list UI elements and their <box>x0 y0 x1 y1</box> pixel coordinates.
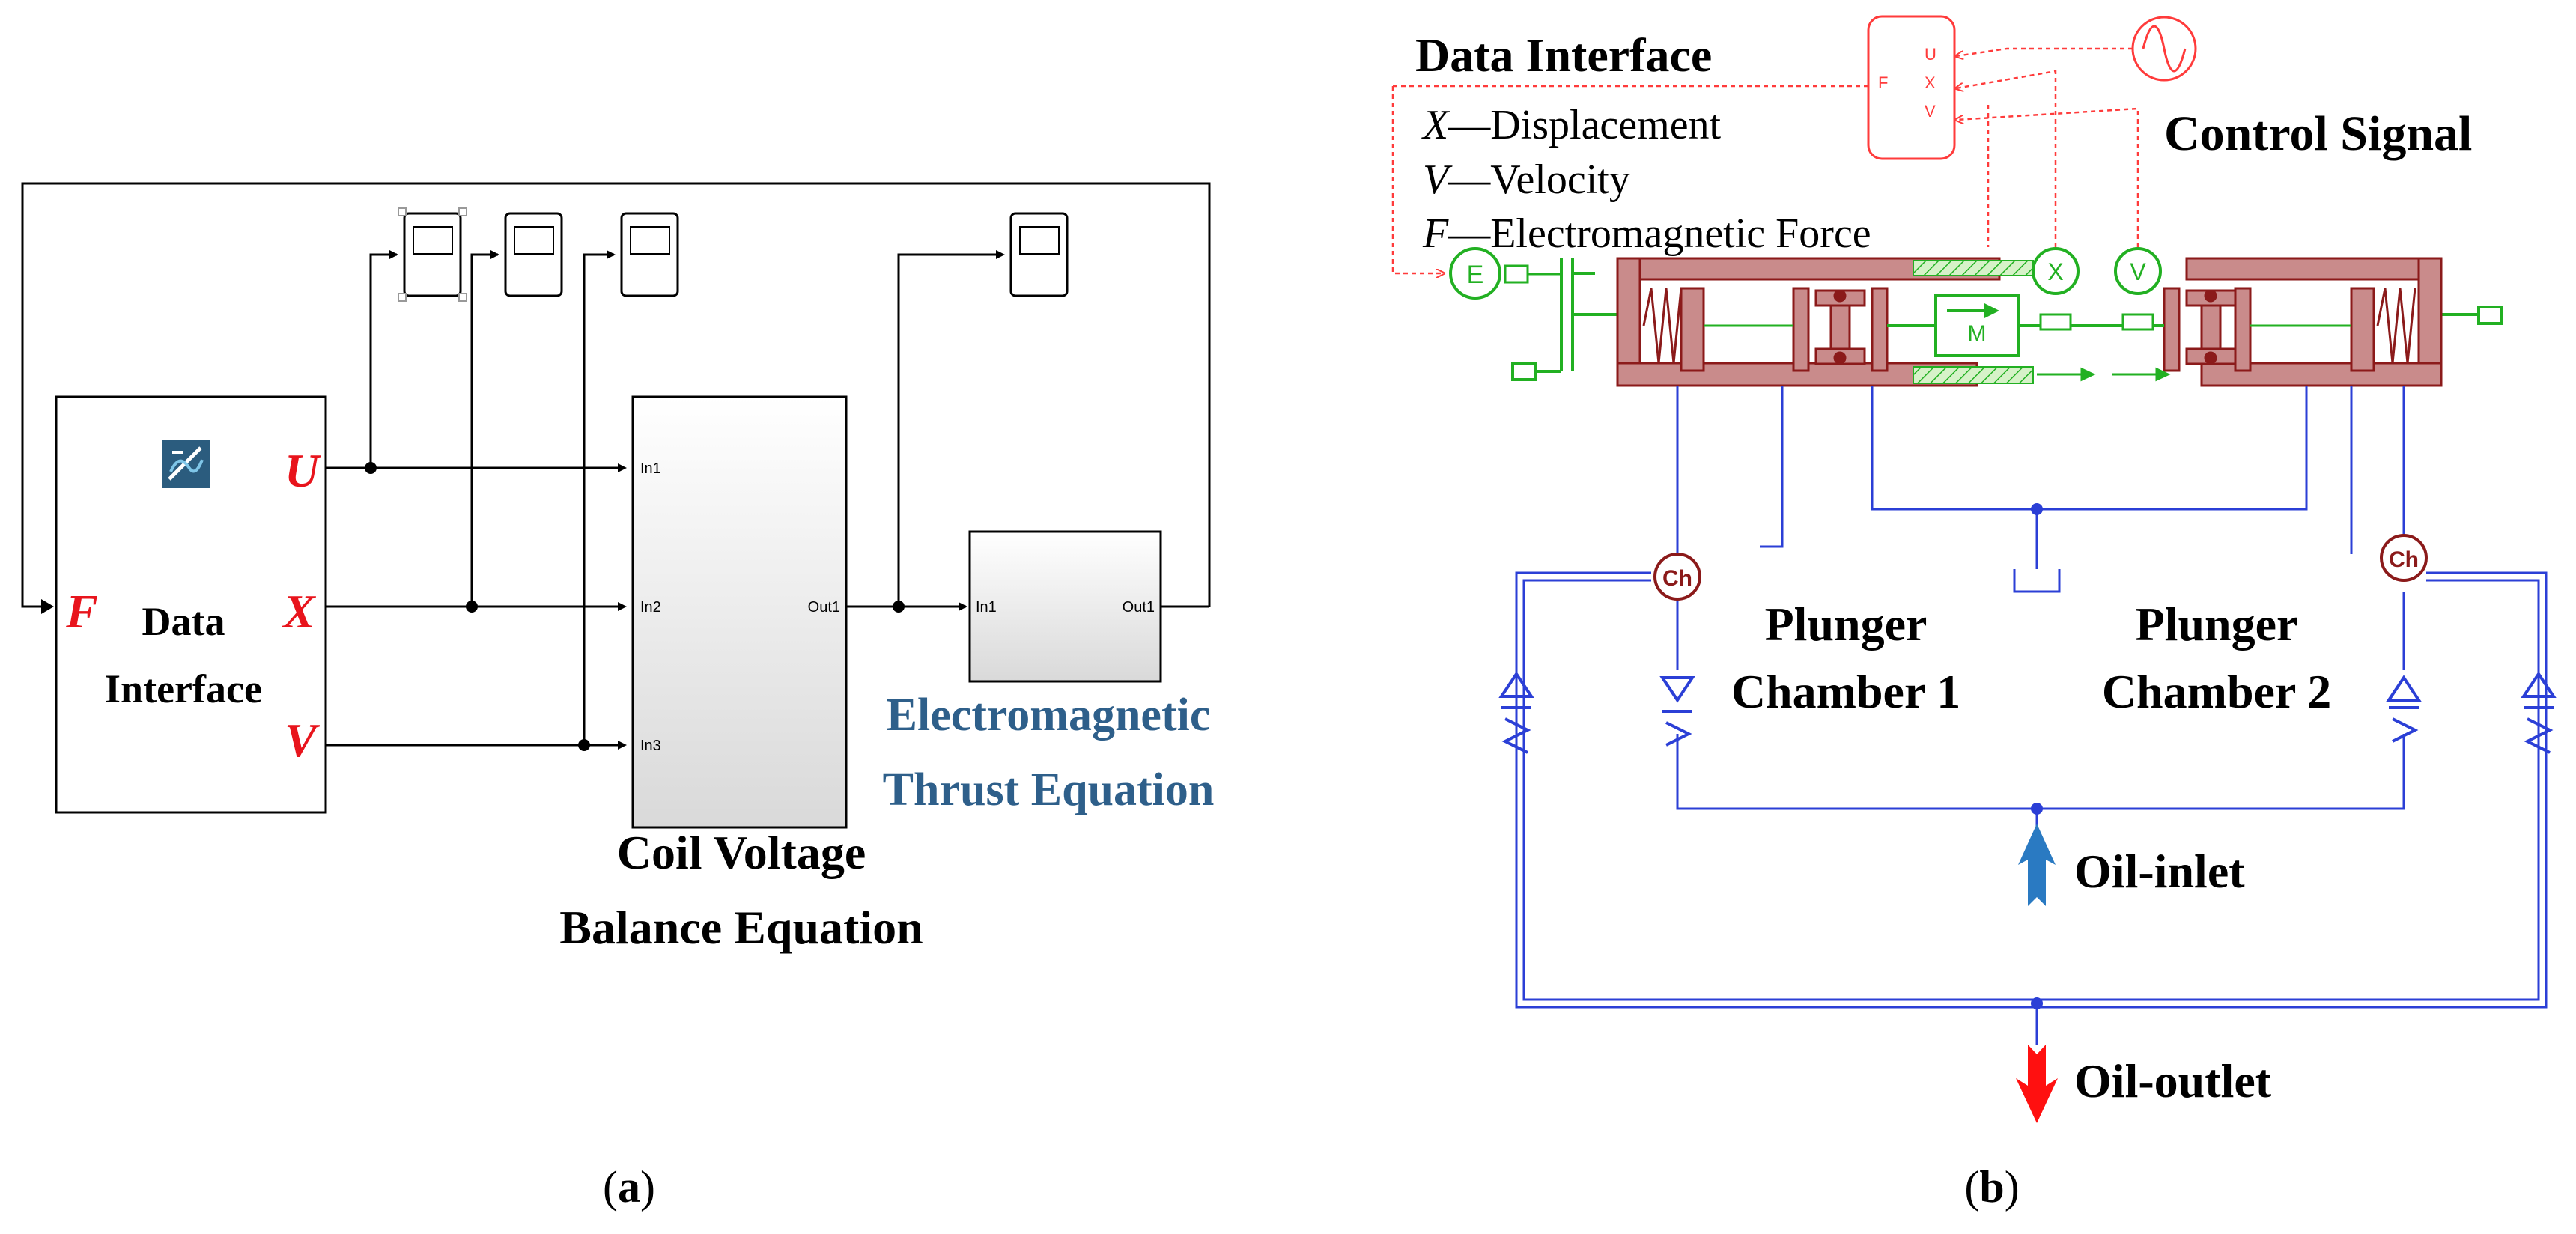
port-v-label: V <box>285 714 321 767</box>
plunger-1-label-2: Chamber 1 <box>1731 665 1960 718</box>
control-signal-label: Control Signal <box>2164 106 2472 161</box>
piston-right <box>2185 289 2237 365</box>
plunger-1-label-1: Plunger <box>1765 598 1928 651</box>
plunger-2-label-2: Chamber 2 <box>2102 665 2331 718</box>
svg-text:Ch: Ch <box>1662 566 1692 591</box>
data-interface-block-icon <box>162 440 210 488</box>
coil-in3: In3 <box>640 738 661 754</box>
svg-text:V: V <box>2130 258 2146 285</box>
thrust-out1: Out1 <box>1123 599 1155 616</box>
scope-v[interactable] <box>620 212 679 297</box>
svg-text:X: X <box>1925 73 1936 92</box>
svg-text:Ch: Ch <box>2389 547 2419 572</box>
interface-block[interactable]: U X V F <box>1867 15 1956 160</box>
displacement-sensor[interactable]: X <box>2032 247 2080 331</box>
oil-inlet-label: Oil-inlet <box>2074 845 2245 898</box>
mass-block[interactable]: M <box>1934 294 2020 357</box>
thrust-in1: In1 <box>976 599 997 616</box>
chamber-1-marker: Ch <box>1653 553 1701 601</box>
panel-a-simulink-model: Data Interface U X V F <box>21 182 1215 1212</box>
legend-title: Data Interface <box>1415 28 1712 82</box>
coil-in2: In2 <box>640 599 661 616</box>
spring-right <box>2376 288 2416 364</box>
chamber-2-marker: Ch <box>2380 534 2428 582</box>
panel-b-caption: (b) <box>1964 1162 2019 1212</box>
flow-arrows <box>2037 367 2171 382</box>
svg-text:V: V <box>1925 102 1936 121</box>
signal-lines <box>1391 47 2139 273</box>
legend-force: F—Electromagnetic Force <box>1422 210 1871 257</box>
scope-u[interactable] <box>398 207 467 302</box>
thrust-equation-block[interactable] <box>968 530 1162 683</box>
panel-b-amesim-model: Data Interface X—Displacement V—Velocity… <box>1391 15 2557 1212</box>
hydraulic-lines <box>1515 386 2548 1045</box>
port-f-label: F <box>65 585 98 638</box>
svg-text:F: F <box>1878 73 1888 92</box>
scope-force[interactable] <box>1009 212 1069 297</box>
spring-left <box>1642 288 1683 364</box>
data-interface-title-1: Data <box>142 599 225 644</box>
oil-inlet-arrow <box>2018 824 2056 906</box>
svg-text:M: M <box>1968 321 1987 346</box>
oil-outlet-arrow <box>2016 1045 2058 1123</box>
thrust-caption-2: Thrust Equation <box>883 765 1215 815</box>
check-valves <box>1498 671 2557 754</box>
port-x-label: X <box>282 585 316 638</box>
velocity-sensor[interactable]: V <box>2114 247 2162 331</box>
coil-in1: In1 <box>640 461 661 477</box>
mechanical-linkage <box>1511 258 2503 381</box>
svg-text:E: E <box>1467 261 1484 289</box>
sine-source-icon[interactable] <box>2131 16 2197 82</box>
svg-text:U: U <box>1925 45 1936 64</box>
piston-left <box>1814 289 1866 365</box>
force-source-icon[interactable]: E <box>1449 247 1561 300</box>
svg-text:X: X <box>2047 258 2063 285</box>
coil-voltage-block[interactable] <box>631 395 848 829</box>
panel-a-caption: (a) <box>603 1162 655 1212</box>
feedback-wire <box>21 182 1211 608</box>
oil-outlet-label: Oil-outlet <box>2074 1054 2272 1107</box>
scope-x[interactable] <box>504 212 563 297</box>
plunger-2-label-1: Plunger <box>2136 598 2298 651</box>
coil-out1: Out1 <box>808 599 840 616</box>
legend-displacement: X—Displacement <box>1421 102 1722 148</box>
data-interface-title-2: Interface <box>105 666 262 711</box>
coil-caption-2: Balance Equation <box>559 901 923 954</box>
legend-velocity: V—Velocity <box>1423 156 1630 203</box>
coil-caption-1: Coil Voltage <box>617 826 866 879</box>
thrust-caption-1: Electromagnetic <box>887 690 1211 741</box>
port-u-label: U <box>285 444 321 497</box>
